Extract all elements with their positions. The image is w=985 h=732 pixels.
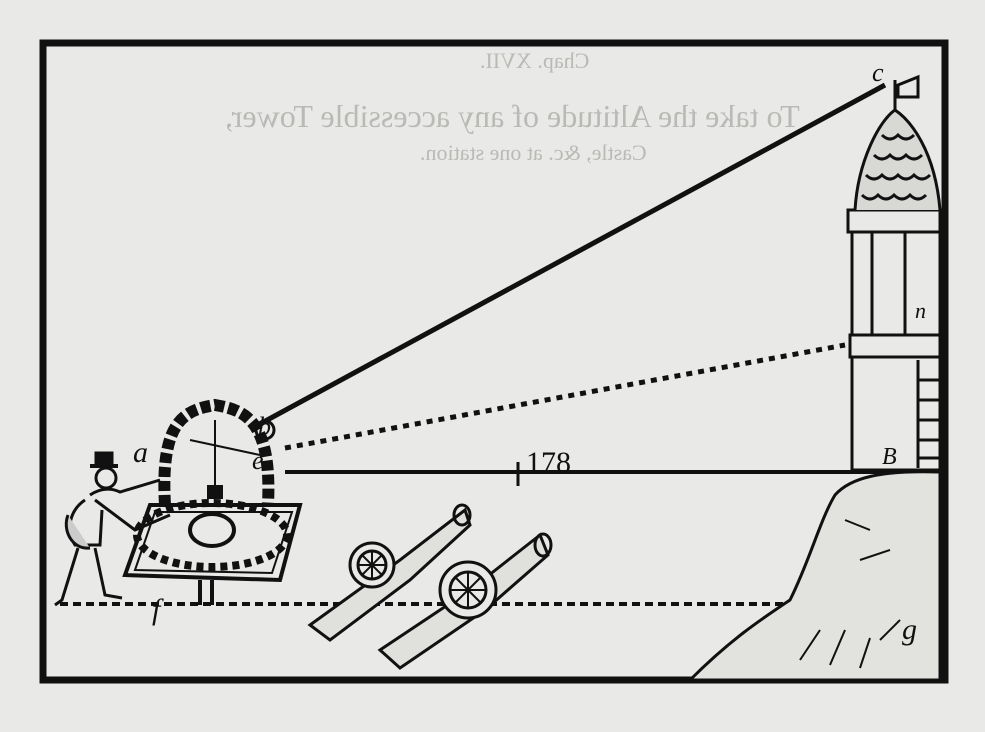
label-n: n — [915, 298, 926, 323]
quadrant-instrument — [122, 398, 303, 605]
label-c: c — [872, 58, 884, 87]
label-a: a — [133, 436, 148, 469]
label-b: b — [258, 412, 271, 441]
sight-line-top — [256, 82, 887, 428]
man-figure — [54, 451, 171, 607]
label-B: B — [882, 444, 897, 470]
label-distance: 178 — [526, 446, 571, 479]
tower — [846, 74, 942, 472]
frame-border — [39, 39, 949, 684]
cannon-2 — [377, 532, 553, 670]
label-f: f — [152, 593, 161, 626]
label-e: e — [252, 446, 264, 475]
sight-line-dotted — [284, 342, 846, 451]
label-g: g — [902, 613, 917, 646]
rock-hill — [686, 470, 942, 682]
cannon-1 — [307, 503, 472, 642]
